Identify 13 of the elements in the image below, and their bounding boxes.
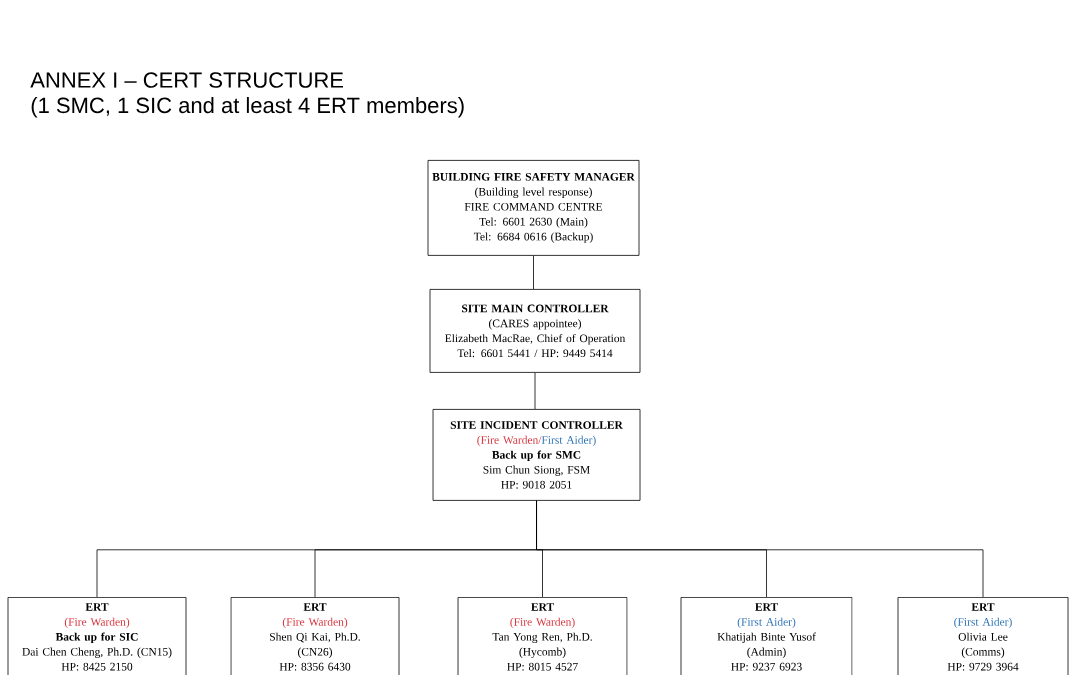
role-box: ERT (Fire Warden) Shen Qi Kai, Ph.D. (CN26) HP: 8356 6430	[230, 597, 400, 675]
role-box: ERT (First Aider) Khatijah Binte Yusof (Admin) HP: 9237 6923	[680, 597, 853, 675]
title: ANNEX I – CERT STRUCTURE	[30, 72, 344, 88]
role-box: ERT (Fire Warden) Tan Yong Ren, Ph.D. (Hycomb) HP: 8015 4527	[457, 597, 628, 675]
role-box: BUILDING FIRE SAFETY MANAGER (Building level response) FIRE COMMAND CENTRE Tel: 6601 2630 (Main) Tel: 6684 0616 (Backup)	[427, 160, 640, 256]
subtitle: (1 SMC, 1 SIC and at least 4 ERT members)	[31, 97, 464, 118]
connector-line	[536, 500, 984, 598]
connector-line	[533, 255, 534, 290]
role-box: ERT (Fire Warden) Back up for SIC Dai Chen Cheng, Ph.D. (CN15) HP: 8425 2150	[7, 597, 187, 675]
role-box: ERT (First Aider) Olivia Lee (Comms) HP: 9729 3964	[897, 597, 1069, 675]
role-box: SITE INCIDENT CONTROLLER (Fire Warden/First Aider) Back up for SMC Sim Chun Siong, FSM HP: 9018 2051	[432, 409, 641, 501]
role-box: SITE MAIN CONTROLLER (CARES appointee) Elizabeth MacRae, Chief of Operation Tel: 6601 5441 / HP: 9449 5414	[429, 289, 641, 373]
connector-line	[534, 372, 536, 410]
